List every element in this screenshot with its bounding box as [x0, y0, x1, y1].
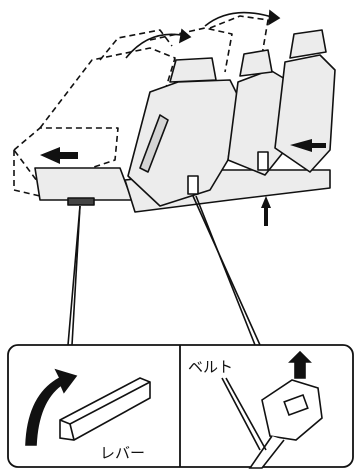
- lever-label: レバー: [100, 446, 145, 461]
- headrest-center: [240, 50, 272, 76]
- headrest-right: [290, 30, 326, 58]
- belt-buckle-right: [258, 152, 268, 170]
- seat-cushion: [35, 168, 132, 200]
- belt-buckle-left: [188, 176, 198, 194]
- leader-line-belt: [196, 196, 255, 345]
- curved-arrow-icon: [126, 11, 279, 58]
- lever: [68, 198, 94, 205]
- leader-line-belt-2: [193, 196, 260, 345]
- rear-seat-illustration: [14, 16, 335, 345]
- belt-label: ベルト: [188, 360, 233, 375]
- headrest-main: [170, 58, 216, 82]
- seatback-right: [275, 55, 335, 172]
